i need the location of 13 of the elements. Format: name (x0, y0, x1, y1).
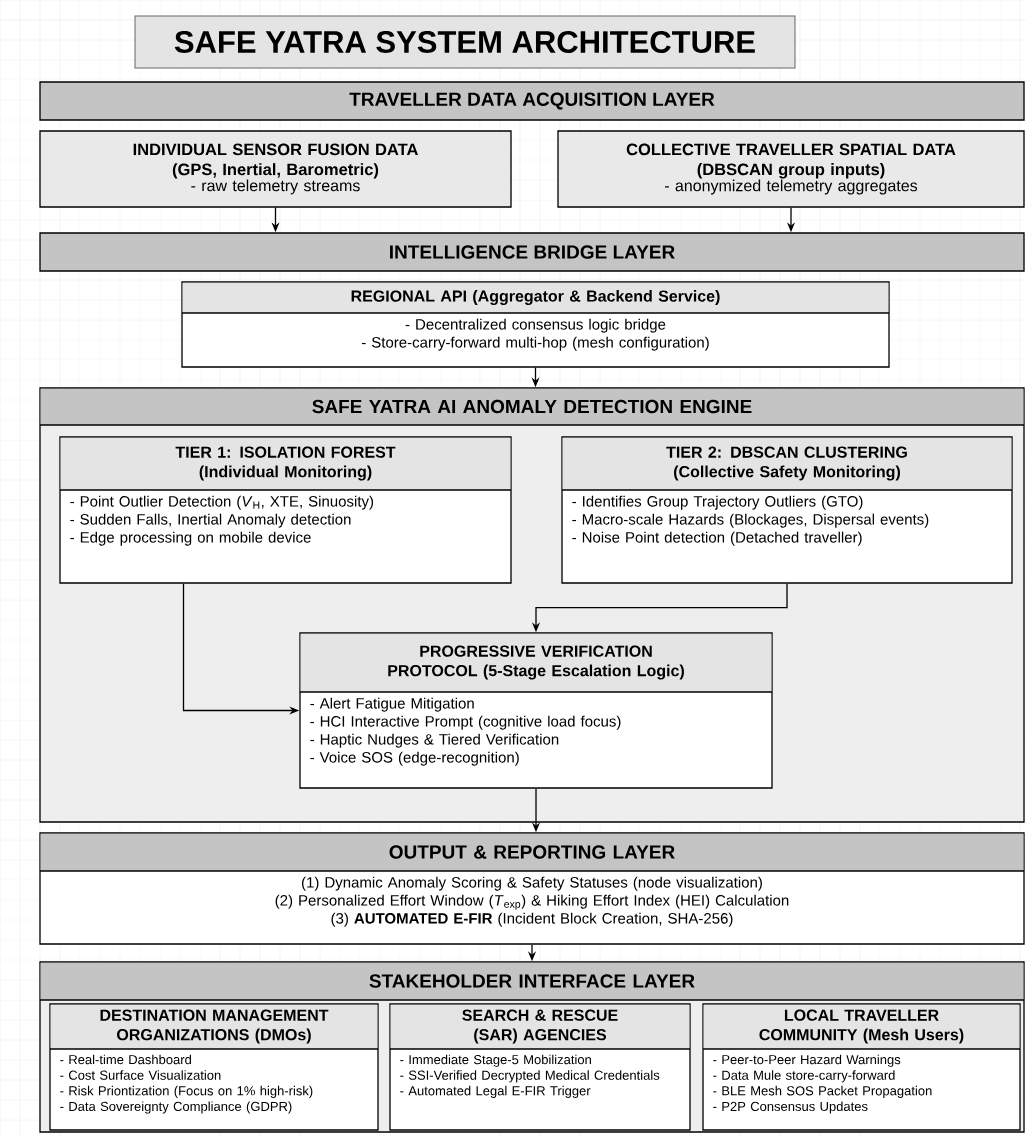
process-box: SEARCH & RESCUE (SAR) AGENCIES - Immediate Stage-5 Mobilization - SSI-Verified Decrypted Medical Credentials - Automated Legal E-FIR Trigger (389, 1003, 691, 1131)
process-box: REGIONAL API (Aggregator & Backend Service) - Decentralized consensus logic bridge - Store-carry-forward multi-hop (mesh configuration) (181, 281, 890, 368)
process-box: TIER 1: ISOLATION FOREST (Individual Monitoring) - Point Outlier Detection (V$_{H}$, XTE, Sinuosity) - Sudden Falls, Inertial Anomaly detection - Edge processing on mobile device (59, 436, 512, 584)
process-box: TIER 2: DBSCAN CLUSTERING (Collective Safety Monitoring) - Identifies Group Trajectory Outliers (GTO) - Macro-scale Hazards (Blockages, Dispersal events) - Noise Point detection (Detached traveller) (561, 436, 1013, 584)
layer-band: INTELLIGENCE BRIDGE LAYER (39, 232, 1025, 272)
process-box: OUTPUT & REPORTING LAYER (1) Dynamic Anomaly Scoring & Safety Statuses (node visualization) (2) Personalized Effort Window (T$_{exp}$) & Hiking Effort Index (HEI) Calculation (3) AUTOMATED E-FIR (Incident Block Creation, SHA-256) (39, 832, 1025, 945)
data-source-box: COLLECTIVE TRAVELLER SPATIAL DATA (DBSCAN group inputs) - anonymized telemetry aggregates (557, 130, 1025, 208)
title-box: SAFE YATRA SYSTEM ARCHITECTURE (134, 15, 796, 69)
process-box: DESTINATION MANAGEMENT ORGANIZATIONS (DMOs) - Real-time Dashboard - Cost Surface Visualization - Risk Priontization (Focus on 1% high-risk) - Data Sovereignty Compliance (GDPR) (49, 1003, 379, 1131)
process-box: PROGRESSIVE VERIFICATION PROTOCOL (5-Stage Escalation Logic) - Alert Fatigue Mitigation - HCI Interactive Prompt (cognitive load focus) - Haptic Nudges & Tiered Verification - Voice SOS (edge-recognition) (299, 632, 773, 789)
layer-band: TRAVELLER DATA ACQUISITION LAYER (39, 81, 1025, 121)
data-source-box: INDIVIDUAL SENSOR FUSION DATA (GPS, Inertial, Barometric) - raw telemetry streams (39, 130, 512, 208)
process-box: LOCAL TRAVELLER COMMUNITY (Mesh Users) - Peer-to-Peer Hazard Warnings - Data Mule store-carry-forward - BLE Mesh SOS Packet Propagation - P2P Consensus Updates (702, 1003, 1021, 1131)
